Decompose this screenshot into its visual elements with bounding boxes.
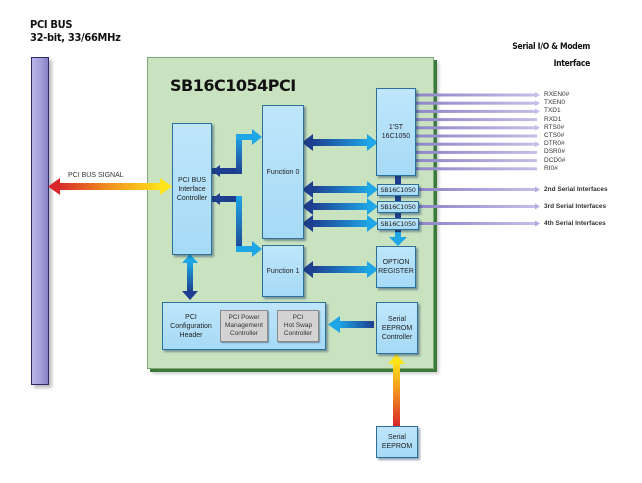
serial-eeprom-controller: Serial EEPROM Controller xyxy=(376,302,418,354)
label-line: Controller xyxy=(176,194,208,202)
signal-line-txen0 xyxy=(414,101,537,105)
signal-line-dcd0 xyxy=(414,159,537,163)
interface-label: 3rd Serial Interfaces xyxy=(544,202,607,210)
signal-arrowhead xyxy=(535,100,540,107)
signal-line-cts0 xyxy=(414,134,537,138)
uart-main-block: 1'ST 16C1050 xyxy=(376,88,416,176)
signal-arrowhead xyxy=(535,141,540,148)
signal-label: CTS0# xyxy=(544,132,565,139)
signal-label: TXEN0 xyxy=(544,99,565,107)
interface-line xyxy=(417,188,537,191)
external-eeprom-arrow xyxy=(388,354,405,426)
chip-title: SB16C1054PCI xyxy=(170,76,296,95)
label-line: Interface xyxy=(178,185,206,193)
serial-signal-lines xyxy=(414,92,540,171)
pci-power-management-controller: PCI Power Management Controller xyxy=(220,310,268,342)
interface-arrowhead xyxy=(535,220,540,227)
pci-bus-title-line2: 32-bit, 33/66MHz xyxy=(30,31,121,44)
label-line: Serial xyxy=(388,315,406,323)
serial-interface-title: Serial I/O & Modem xyxy=(512,42,590,52)
label-line: Header xyxy=(179,331,203,339)
signal-line-rxen0 xyxy=(414,93,537,97)
label-line: Management xyxy=(225,322,263,329)
signal-line-rts0 xyxy=(414,126,537,130)
signal-line-dsr0 xyxy=(414,150,537,154)
signal-label: RI0# xyxy=(544,164,558,172)
function0-to-uart3-arrow xyxy=(302,198,378,215)
signal-arrowhead xyxy=(535,108,540,115)
interface-label: 4th Serial Interfaces xyxy=(544,219,606,227)
label-line: PCI BUS xyxy=(177,176,206,184)
signal-line-rxd1 xyxy=(414,118,537,122)
signal-label: RTS0# xyxy=(544,123,565,131)
label-line: PCI xyxy=(185,313,197,321)
label-line: Controller xyxy=(381,333,413,341)
controller-to-function0-arrow xyxy=(212,129,262,177)
signal-label: DCD0# xyxy=(544,156,566,164)
label-line: PCI Power xyxy=(228,314,260,321)
signal-line-txd1 xyxy=(414,109,537,113)
label-line: Serial xyxy=(388,434,406,441)
serial-interface-title-line2: Interface xyxy=(553,59,591,69)
pci-hot-swap-controller: PCI Hot Swap Controller xyxy=(277,310,319,342)
pci-bus-title-line1: PCI BUS xyxy=(30,18,73,31)
function0-to-uart2-arrow xyxy=(302,181,378,198)
pci-bus-title: PCI BUS 32-bit, 33/66MHz xyxy=(30,18,121,44)
eeprom-controller-to-config-arrow xyxy=(328,316,374,333)
signal-line-ri0 xyxy=(414,167,537,171)
label-line: 1'ST xyxy=(388,124,404,131)
label-line: Hot Swap xyxy=(283,322,313,329)
extra-interface-lines xyxy=(417,186,540,227)
pci-bus-bar xyxy=(31,57,49,385)
label-line: OPTION xyxy=(382,259,410,266)
signal-label: RXEN0# xyxy=(544,91,570,98)
signal-label: TXD1 xyxy=(544,107,561,115)
signal-line-dtr0 xyxy=(414,142,537,146)
interface-arrowhead xyxy=(535,203,540,210)
signal-label: DTR0# xyxy=(544,140,565,148)
external-serial-eeprom: Serial EEPROM xyxy=(376,426,418,458)
function0-to-uart4-arrow xyxy=(302,215,378,232)
label-line: Controller xyxy=(229,330,259,337)
uart3-block: SB16C1050 xyxy=(377,201,419,213)
label-line: Configuration xyxy=(170,322,212,330)
function0-to-uart-main-arrow xyxy=(302,134,378,151)
interface-label: 2nd Serial Interfaces xyxy=(544,185,608,193)
controller-to-config-arrow xyxy=(182,254,198,300)
interface-arrowhead xyxy=(535,186,540,193)
config-header-label: PCI Configuration Header xyxy=(163,313,219,340)
pci-bus-interface-controller: PCI BUS Interface Controller xyxy=(172,123,212,255)
signal-arrowhead xyxy=(535,92,540,98)
signal-label: DSR0# xyxy=(544,148,565,156)
uart4-block: SB16C1050 xyxy=(377,218,419,230)
label-line: EEPROM xyxy=(381,324,413,332)
signal-label: RXD1 xyxy=(544,115,562,123)
controller-to-function1-arrow xyxy=(212,193,262,257)
option-register-block: OPTION REGISTER xyxy=(376,246,416,288)
function0-label: Function 0 xyxy=(266,168,300,176)
function1-to-option-register-arrow xyxy=(302,261,378,278)
label-line: Controller xyxy=(283,330,313,337)
label-line: PCI xyxy=(292,314,304,321)
interface-line xyxy=(417,222,537,225)
label-line: EEPROM xyxy=(381,443,413,450)
function1-block: Function 1 xyxy=(262,245,304,297)
function0-block: Function 0 xyxy=(262,105,304,239)
label-line: REGISTER xyxy=(378,268,414,275)
signal-arrowhead xyxy=(535,124,540,131)
function1-label: Function 1 xyxy=(266,267,300,275)
label-line: 16C1050 xyxy=(381,133,411,140)
interface-line xyxy=(417,205,537,208)
pci-bus-signal-arrow xyxy=(48,178,172,195)
pci-bus-signal-label: PCI BUS SIGNAL xyxy=(68,172,124,179)
uart2-block: SB16C1050 xyxy=(377,184,419,196)
